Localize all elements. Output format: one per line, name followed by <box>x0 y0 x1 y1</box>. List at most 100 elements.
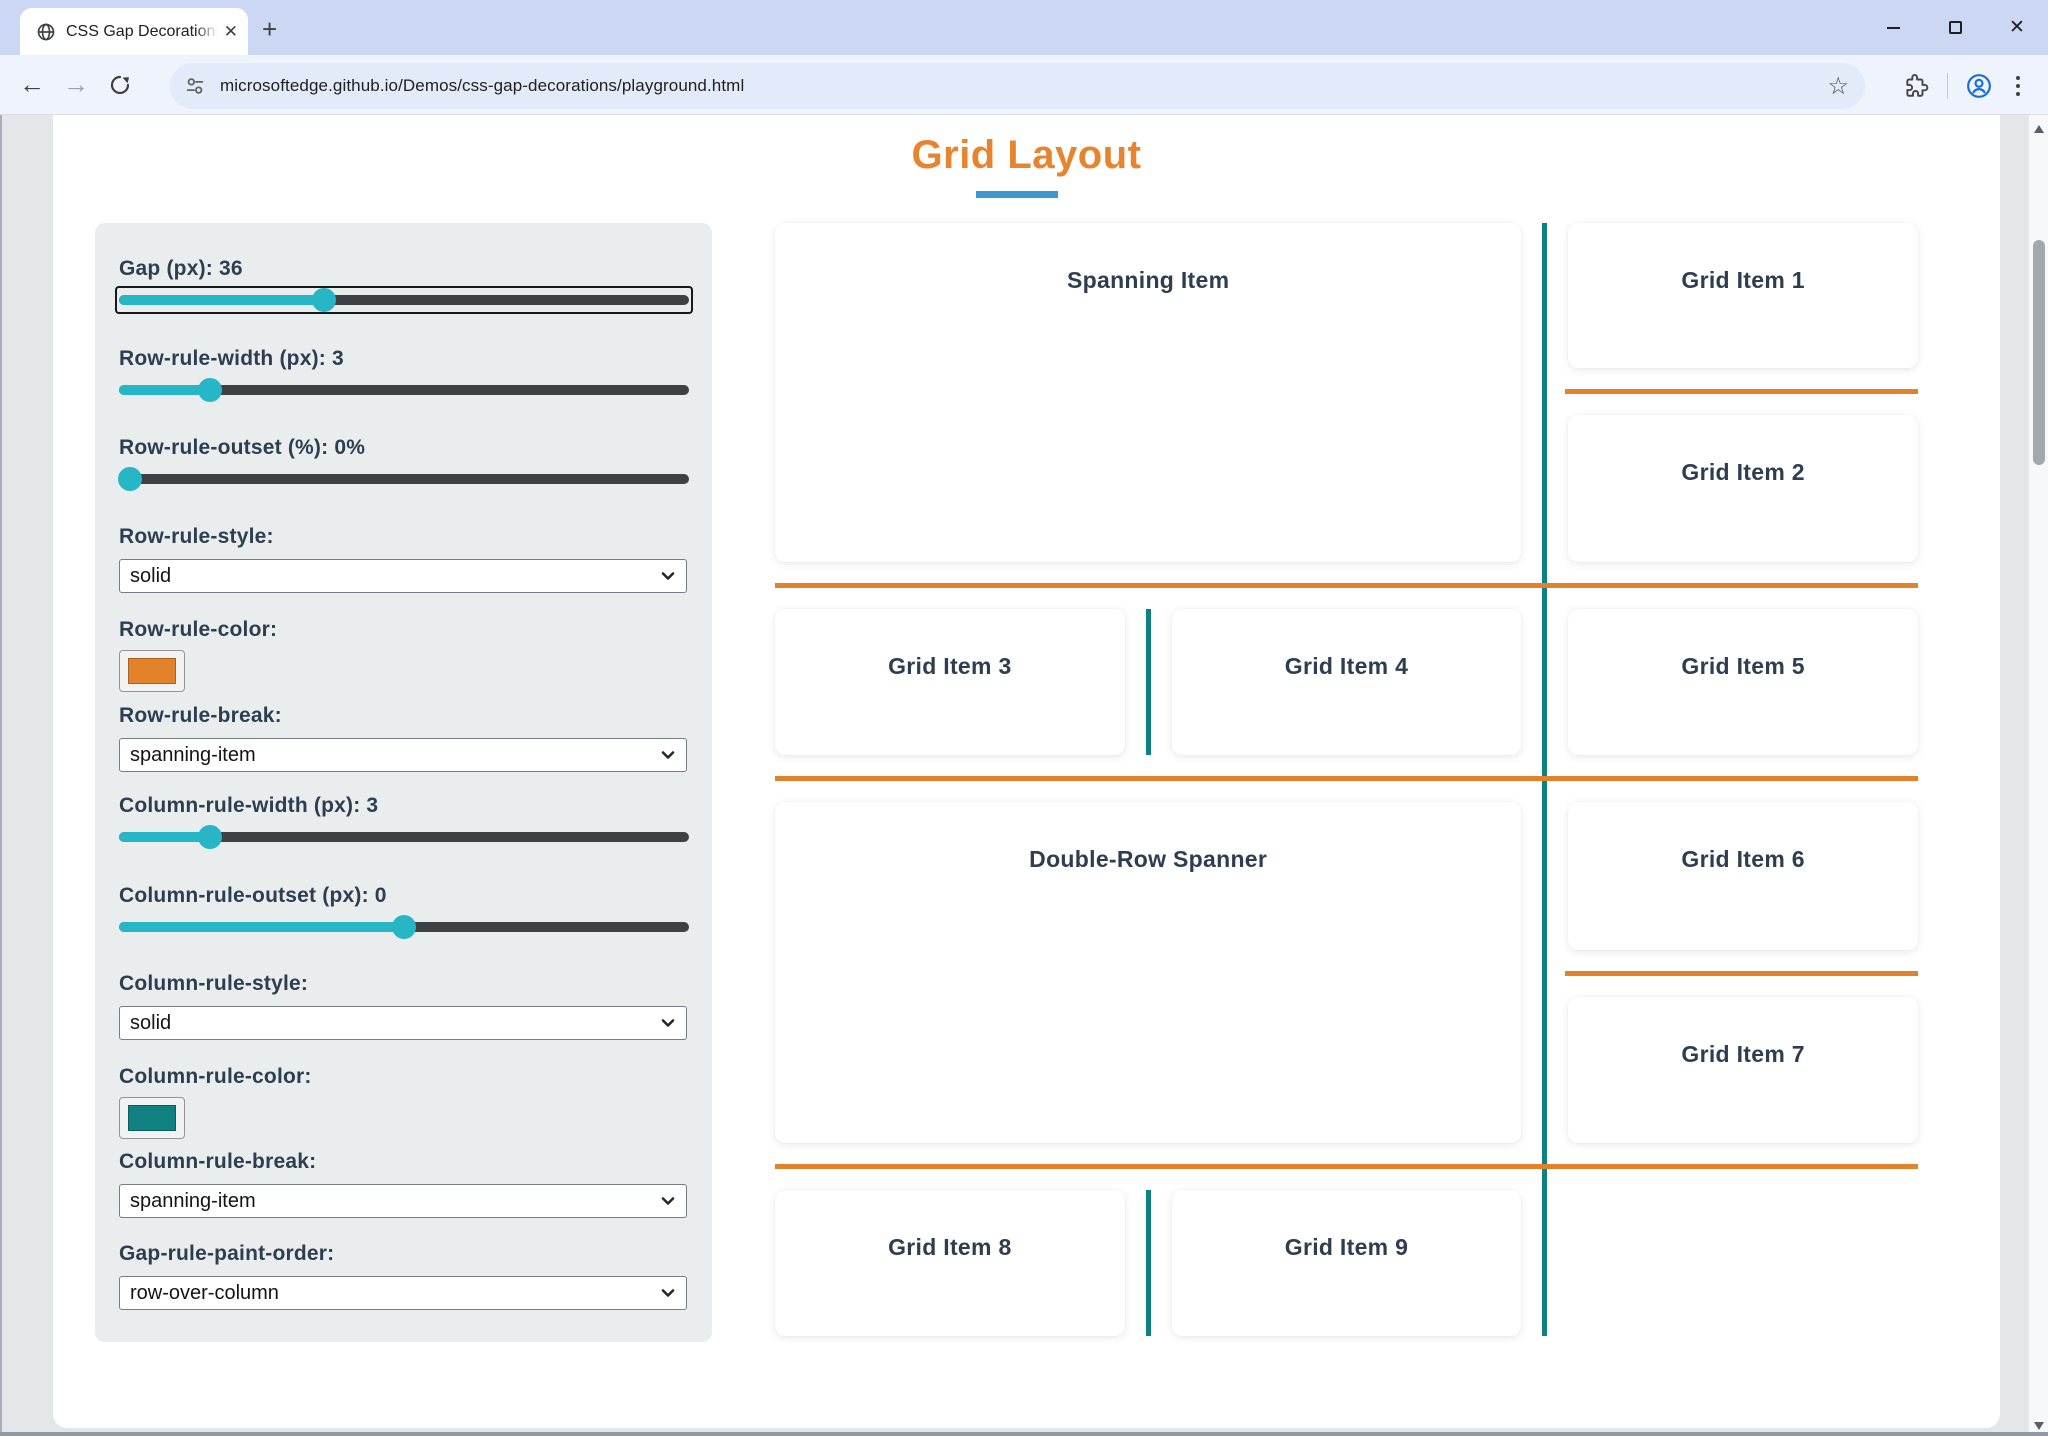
row-rule-break-label: Row-rule-break: <box>119 704 689 728</box>
control-column-rule-style: Column-rule-style: solid <box>119 972 689 996</box>
column-rule-style-select[interactable]: solid <box>119 1006 687 1040</box>
window-bottom-edge <box>0 1432 2048 1436</box>
row-rule-outset-slider-thumb[interactable] <box>118 467 142 491</box>
column-rule-width-slider-thumb[interactable] <box>198 825 222 849</box>
control-gap-rule-paint-order: Gap-rule-paint-order: row-over-column <box>119 1242 689 1266</box>
browser-toolbar: ← → microsoftedge.github.io/Demos/css-ga… <box>0 55 2048 115</box>
page-scrollbar[interactable] <box>2028 115 2048 1436</box>
chevron-down-icon <box>660 1193 676 1209</box>
grid-item-9-card: Grid Item 9 <box>1172 1190 1522 1336</box>
row-rule-outset-slider[interactable] <box>119 474 689 484</box>
chevron-down-icon <box>660 568 676 584</box>
maximize-icon <box>1949 21 1962 34</box>
row-rule-width-slider-thumb[interactable] <box>198 378 222 402</box>
control-row-rule-style: Row-rule-style: solid <box>119 525 689 549</box>
site-info-icon[interactable] <box>184 75 206 97</box>
reload-button[interactable] <box>108 73 132 97</box>
control-panel: Gap (px): 36 Row-rule-width (px): 3 <box>95 223 712 1342</box>
page-viewport: Grid Layout Gap (px): 36 Row-rule-width … <box>0 115 2048 1436</box>
control-column-rule-color: Column-rule-color: <box>119 1065 689 1089</box>
double-row-spanner-card: Double-Row Spanner <box>775 802 1521 1143</box>
column-rule-row3 <box>1146 609 1151 755</box>
address-bar[interactable]: microsoftedge.github.io/Demos/css-gap-de… <box>170 63 1865 109</box>
globe-favicon-icon <box>36 22 56 42</box>
column-rule-width-slider[interactable] <box>119 832 689 842</box>
tab-css-gap-decorations[interactable]: CSS Gap Decorations playgroun ✕ <box>20 8 248 55</box>
column-rule-break-label: Column-rule-break: <box>119 1150 689 1174</box>
page-content: Grid Layout Gap (px): 36 Row-rule-width … <box>53 115 2000 1428</box>
toolbar-divider <box>1947 73 1948 99</box>
control-row-rule-color: Row-rule-color: <box>119 618 689 642</box>
grid-item-3-card: Grid Item 3 <box>775 609 1125 755</box>
grid-item-8-card: Grid Item 8 <box>775 1190 1125 1336</box>
column-rule-style-label: Column-rule-style: <box>119 972 689 996</box>
row-rule-col3-1 <box>1565 389 1918 394</box>
control-row-rule-outset: Row-rule-outset (%): 0% <box>119 436 689 460</box>
grid-item-5-card: Grid Item 5 <box>1568 609 1918 755</box>
tab-title: CSS Gap Decorations playgroun <box>66 23 218 41</box>
control-row-rule-break: Row-rule-break: spanning-item <box>119 704 689 728</box>
scrollbar-down-arrow-icon[interactable] <box>2034 1422 2044 1430</box>
chevron-down-icon <box>660 1015 676 1031</box>
back-button[interactable]: ← <box>10 69 54 100</box>
window-controls: ✕ <box>1862 0 2048 55</box>
close-icon: ✕ <box>2009 18 2025 37</box>
grid-preview: Spanning Item Grid Item 1 Grid Item 2 Gr… <box>775 223 1918 1336</box>
column-rule-break-select[interactable]: spanning-item <box>119 1184 687 1218</box>
minimize-button[interactable] <box>1862 0 1924 55</box>
close-button[interactable]: ✕ <box>1986 0 2048 55</box>
row-rule-style-label: Row-rule-style: <box>119 525 689 549</box>
minimize-icon <box>1887 27 1900 29</box>
column-rule-color-chip <box>128 1105 176 1131</box>
row-rule-outset-label: Row-rule-outset (%): 0% <box>119 436 689 460</box>
control-gap: Gap (px): 36 <box>119 257 689 281</box>
new-tab-button[interactable]: + <box>262 16 277 42</box>
gap-slider[interactable] <box>119 295 689 305</box>
row-rule-full-1 <box>775 583 1918 588</box>
tab-close-icon[interactable]: ✕ <box>224 23 238 40</box>
gap-slider-thumb[interactable] <box>312 288 336 312</box>
row-rule-color-label: Row-rule-color: <box>119 618 689 642</box>
gap-rule-paint-order-label: Gap-rule-paint-order: <box>119 1242 689 1266</box>
gap-label: Gap (px): 36 <box>119 257 689 281</box>
column-rule-color-picker[interactable] <box>119 1097 185 1139</box>
toolbar-right-icons <box>1903 63 2026 109</box>
menu-dots-icon[interactable] <box>2010 76 2026 96</box>
column-rule-width-label: Column-rule-width (px): 3 <box>119 794 689 818</box>
column-rule-row6 <box>1146 1190 1151 1336</box>
gap-rule-paint-order-select[interactable]: row-over-column <box>119 1276 687 1310</box>
scrollbar-up-arrow-icon[interactable] <box>2034 125 2044 133</box>
row-rule-color-picker[interactable] <box>119 650 185 692</box>
column-rule-color-label: Column-rule-color: <box>119 1065 689 1089</box>
row-rule-style-select[interactable]: solid <box>119 559 687 593</box>
bookmark-star-icon[interactable]: ☆ <box>1827 72 1849 101</box>
scrollbar-thumb[interactable] <box>2033 240 2045 465</box>
grid-item-1-card: Grid Item 1 <box>1568 223 1918 368</box>
forward-button[interactable]: → <box>54 69 98 100</box>
row-rule-break-select[interactable]: spanning-item <box>119 738 687 772</box>
grid-item-6-card: Grid Item 6 <box>1568 802 1918 950</box>
chevron-down-icon <box>660 1285 676 1301</box>
column-rule-outset-slider-thumb[interactable] <box>392 915 416 939</box>
column-rule-outset-slider[interactable] <box>119 922 689 932</box>
extensions-icon[interactable] <box>1903 73 1929 99</box>
row-rule-color-chip <box>128 658 176 684</box>
column-rule-outset-label: Column-rule-outset (px): 0 <box>119 884 689 908</box>
spanning-item-card: Spanning Item <box>775 223 1521 562</box>
maximize-button[interactable] <box>1924 0 1986 55</box>
tab-strip: CSS Gap Decorations playgroun ✕ + ✕ <box>0 0 2048 55</box>
control-column-rule-outset: Column-rule-outset (px): 0 <box>119 884 689 908</box>
page-title: Grid Layout <box>53 133 2000 178</box>
row-rule-col3-2 <box>1565 971 1918 976</box>
chevron-down-icon <box>660 747 676 763</box>
profile-icon[interactable] <box>1966 73 1992 99</box>
row-rule-width-slider[interactable] <box>119 385 689 395</box>
row-rule-width-label: Row-rule-width (px): 3 <box>119 347 689 371</box>
grid-item-2-card: Grid Item 2 <box>1568 415 1918 562</box>
control-column-rule-width: Column-rule-width (px): 3 <box>119 794 689 818</box>
control-row-rule-width: Row-rule-width (px): 3 <box>119 347 689 371</box>
title-underline <box>976 191 1058 198</box>
control-column-rule-break: Column-rule-break: spanning-item <box>119 1150 689 1174</box>
grid-item-7-card: Grid Item 7 <box>1568 997 1918 1143</box>
